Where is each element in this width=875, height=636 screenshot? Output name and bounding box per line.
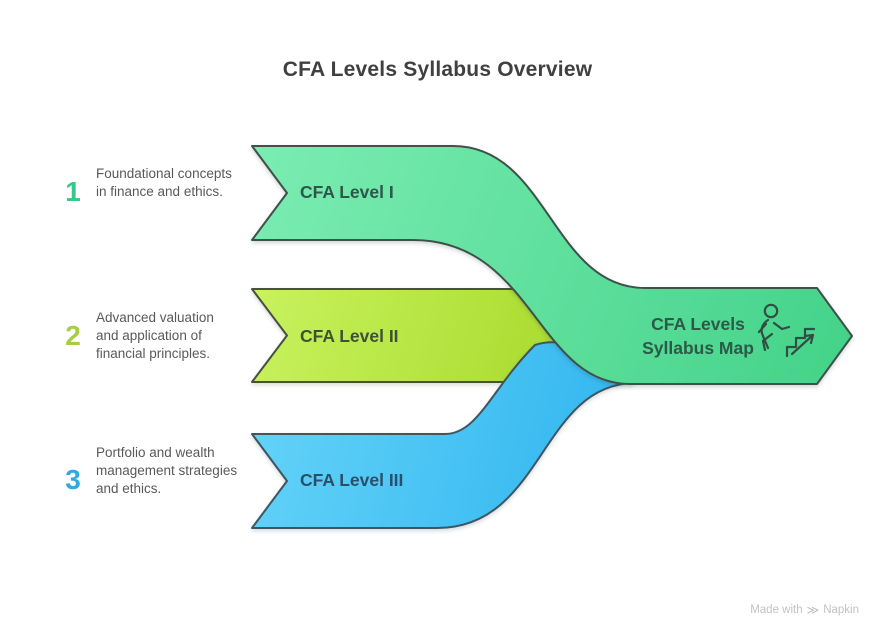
page-title: CFA Levels Syllabus Overview [282, 58, 593, 81]
step-1-number: 1 [65, 176, 81, 207]
watermark-brand: Napkin [823, 604, 859, 616]
made-with-napkin-watermark: Made with ≫ Napkin [750, 603, 859, 617]
cfa-level-1-ribbon-and-output-arrow [251, 145, 853, 385]
cfa-level-2-ribbon [251, 288, 563, 383]
output-arrow-label: CFA Levels Syllabus Map [627, 312, 769, 360]
step-3-description: Portfolio and wealth management strategi… [96, 445, 238, 497]
step-2-number: 2 [65, 320, 81, 351]
output-label-line1: CFA Levels [651, 314, 745, 334]
person-climbing-stairs-icon [757, 303, 816, 358]
cfa-level-3-label: CFA Level III [300, 470, 404, 490]
napkin-logo-icon: ≫ [806, 603, 820, 617]
step-3-number: 3 [65, 464, 81, 495]
cfa-level-2-label: CFA Level II [300, 326, 399, 346]
output-label-line2: Syllabus Map [642, 338, 754, 359]
step-2-description: Advanced valuation and application of fi… [96, 310, 214, 362]
step-1-description: Foundational concepts in finance and eth… [96, 166, 232, 200]
cfa-level-1-label: CFA Level I [300, 182, 394, 202]
watermark-prefix: Made with [750, 604, 803, 616]
